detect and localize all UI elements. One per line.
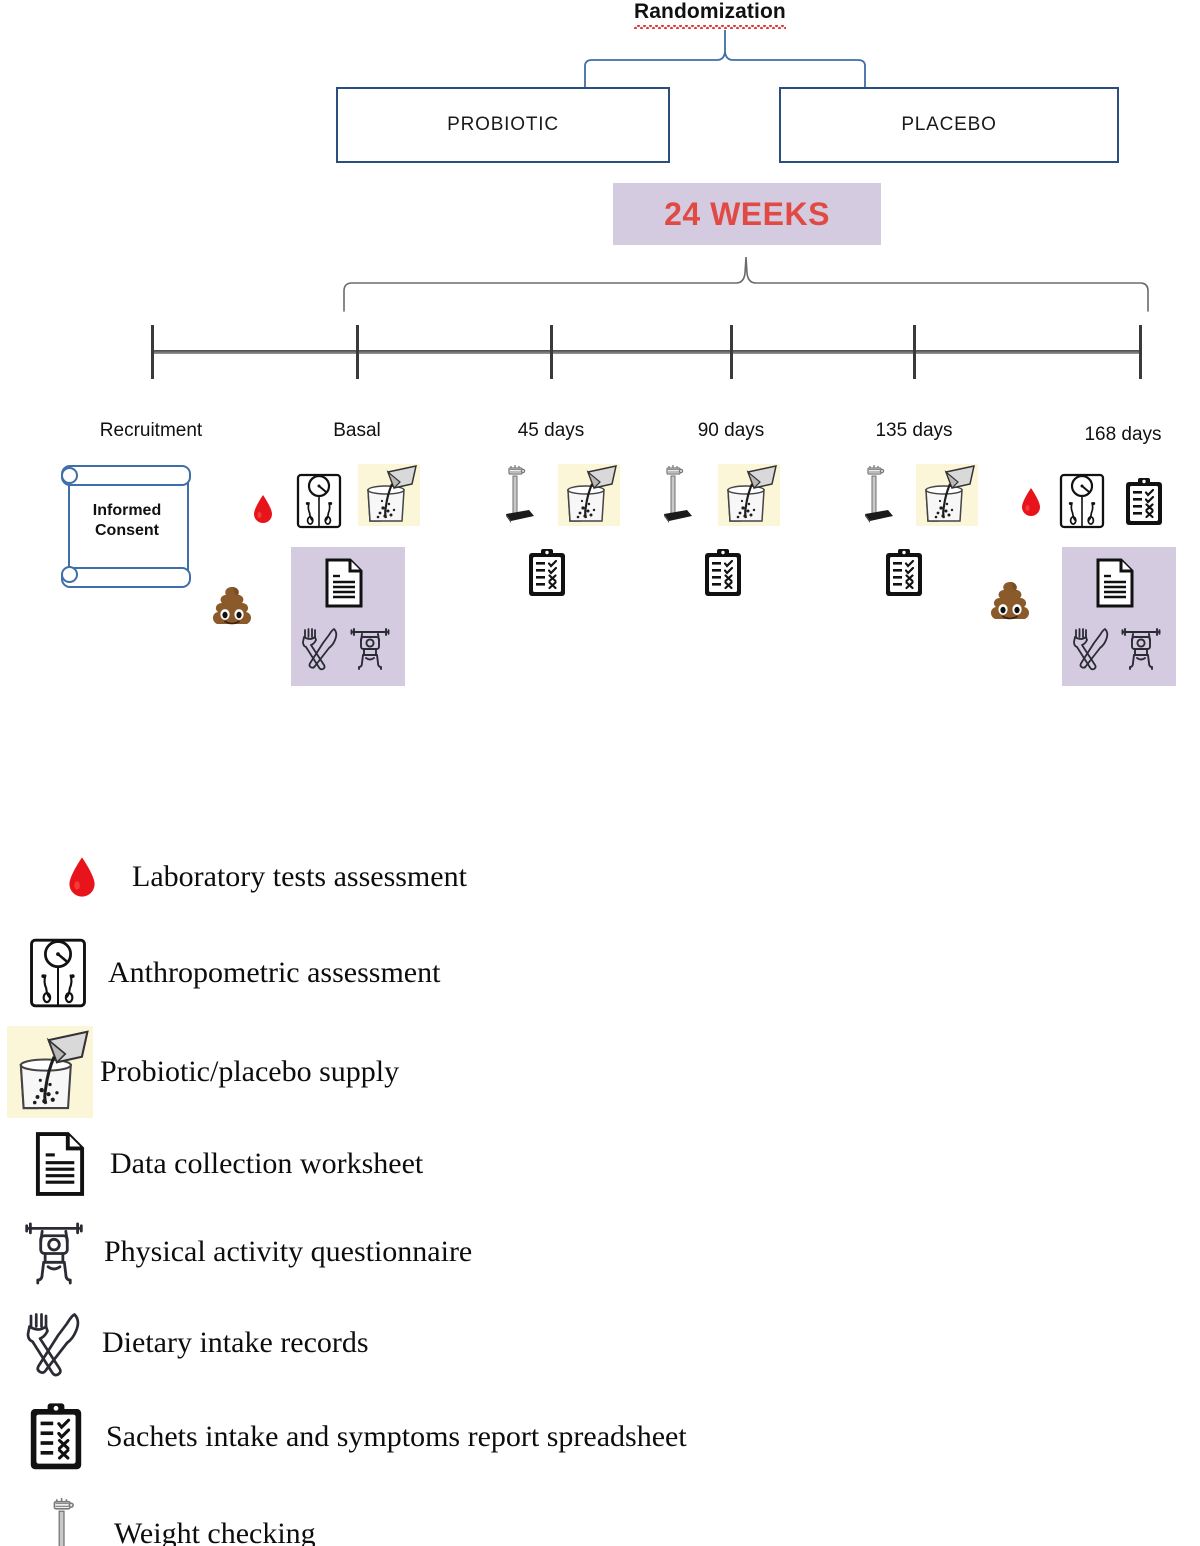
timeline-tick-day90 — [730, 325, 733, 379]
data-worksheet-icon — [0, 1131, 110, 1197]
legend-item-supply: Probiotic/placebo supply — [0, 1022, 1200, 1122]
legend-item-dietary: Dietary intake records — [0, 1298, 1200, 1388]
final-questionnaire-panel — [1062, 547, 1176, 686]
duration-banner-text: 24 WEEKS — [664, 195, 830, 232]
weight-scale-icon — [0, 1494, 114, 1546]
clipboard-icon — [527, 548, 567, 598]
group-box-placebo: PLACEBO — [779, 87, 1119, 163]
clipboard-icon — [703, 548, 743, 598]
anthropometric-scale-icon — [1059, 473, 1105, 529]
axis-label-day90: 90 days — [697, 420, 765, 441]
stool-sample-icon — [209, 583, 255, 629]
timeline-tick-recruitment — [151, 325, 154, 379]
legend: Laboratory tests assessment An — [0, 830, 1200, 1546]
basal-questionnaire-panel — [291, 547, 405, 686]
blood-drop-icon — [253, 494, 273, 524]
legend-label: Sachets intake and symptoms report sprea… — [106, 1420, 687, 1453]
clipboard-icon — [884, 548, 924, 598]
timeline-tick-day168 — [1139, 325, 1142, 379]
cutlery-icon — [1070, 625, 1110, 671]
timeline-tick-day135 — [913, 325, 916, 379]
cutlery-icon — [0, 1308, 102, 1378]
randomization-text: Randomization — [634, 0, 786, 23]
weightlifter-icon — [349, 625, 391, 671]
legend-item-sachets-report: Sachets intake and symptoms report sprea… — [0, 1388, 1200, 1486]
legend-label: Data collection worksheet — [110, 1147, 424, 1180]
weight-scale-icon — [856, 464, 896, 526]
axis-label-recruitment: Recruitment — [99, 420, 203, 441]
legend-item-anthropometric: Anthropometric assessment — [0, 924, 1200, 1022]
weight-scale-icon — [655, 464, 695, 526]
legend-label: Weight checking — [114, 1517, 316, 1546]
legend-label: Anthropometric assessment — [108, 956, 441, 989]
blood-drop-icon — [1021, 487, 1041, 517]
legend-item-laboratory: Laboratory tests assessment — [0, 830, 1200, 924]
probiotic-label: PROBIOTIC — [447, 114, 559, 135]
data-worksheet-icon — [1095, 558, 1135, 608]
axis-label-day168: 168 days — [1084, 424, 1162, 445]
clipboard-icon — [0, 1402, 106, 1472]
informed-consent-line2: Consent — [95, 522, 159, 539]
informed-consent-line1: Informed — [92, 502, 162, 519]
axis-label-day45: 45 days — [517, 420, 585, 441]
data-worksheet-icon — [324, 558, 364, 608]
duration-banner: 24 WEEKS — [613, 183, 881, 245]
legend-label: Laboratory tests assessment — [132, 860, 467, 893]
clipboard-icon — [1124, 477, 1164, 527]
weightlifter-icon — [1120, 625, 1162, 671]
spellcheck-squiggle — [634, 25, 786, 29]
legend-item-worksheet: Data collection worksheet — [0, 1122, 1200, 1206]
treatment-period-brace — [343, 256, 1149, 312]
sachet-supply-icon — [358, 464, 420, 526]
blood-drop-icon — [0, 856, 132, 898]
legend-item-weight-checking: Weight checking — [0, 1486, 1200, 1546]
axis-label-basal: Basal — [333, 420, 381, 441]
randomization-brace — [584, 30, 866, 89]
informed-consent-scroll-icon: Informed Consent — [60, 463, 193, 588]
sachet-supply-icon — [558, 464, 620, 526]
sachet-supply-icon — [0, 1026, 100, 1118]
sachet-supply-icon — [718, 464, 780, 526]
timeline-tick-day45 — [550, 325, 553, 379]
weight-scale-icon — [497, 464, 537, 526]
randomization-label: Randomization — [634, 0, 786, 29]
cutlery-icon — [299, 625, 339, 671]
legend-label: Probiotic/placebo supply — [100, 1055, 400, 1088]
legend-label: Dietary intake records — [102, 1326, 369, 1359]
placebo-label: PLACEBO — [901, 114, 997, 135]
stool-sample-icon — [987, 578, 1033, 624]
group-box-probiotic: PROBIOTIC — [336, 87, 670, 163]
sachet-supply-icon — [916, 464, 978, 526]
weightlifter-icon — [0, 1217, 104, 1287]
axis-label-day135: 135 days — [875, 420, 953, 441]
legend-label: Physical activity questionnaire — [104, 1235, 473, 1268]
anthropometric-scale-icon — [0, 937, 108, 1009]
timeline-tick-basal — [356, 325, 359, 379]
legend-item-physical-activity: Physical activity questionnaire — [0, 1206, 1200, 1298]
timeline-axis — [151, 350, 1141, 354]
anthropometric-scale-icon — [296, 473, 342, 529]
